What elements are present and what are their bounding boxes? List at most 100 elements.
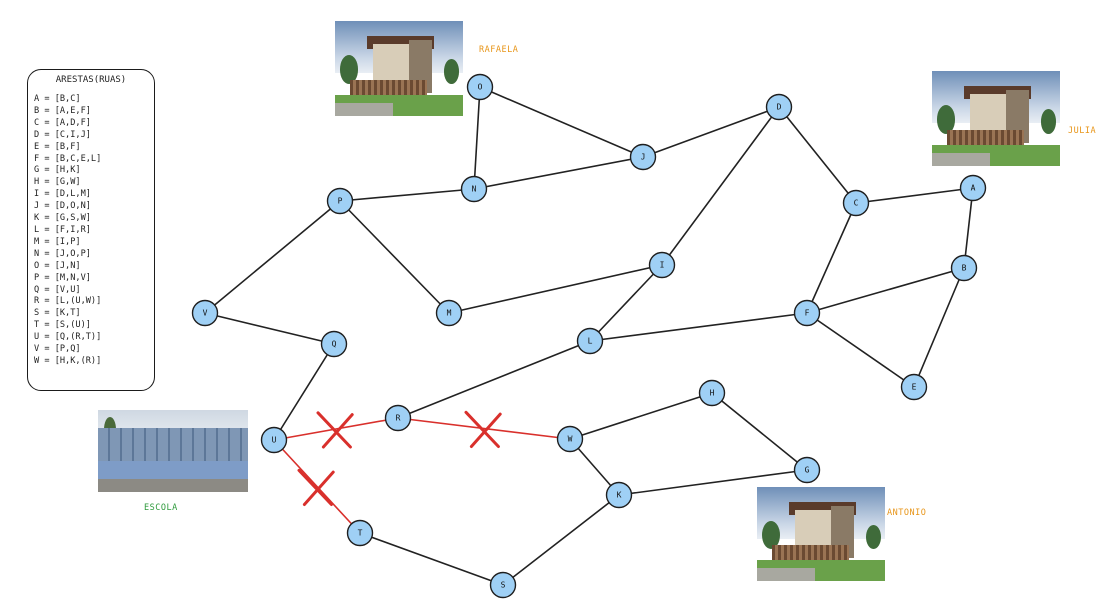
edge-h-w <box>569 392 713 440</box>
node-circle <box>326 187 354 215</box>
node-circle <box>959 174 987 202</box>
node-a: A <box>959 174 987 202</box>
node-label: J <box>641 153 646 162</box>
edge-b-f <box>806 267 965 314</box>
blocked-x-mark <box>316 411 352 449</box>
node-label: L <box>588 337 593 346</box>
node-j: J <box>629 143 657 171</box>
legend-row: J = [D,O,N] <box>34 201 91 212</box>
legend-row: O = [J,N] <box>34 260 81 271</box>
node-circle <box>793 299 821 327</box>
legend-title: ARESTAS(RUAS) <box>55 75 127 85</box>
edge-a-c <box>855 187 974 204</box>
legend-row: C = [A,D,F] <box>34 117 91 128</box>
node-label: U <box>272 436 277 445</box>
legend-row: M = [I,P] <box>34 236 81 247</box>
blocked-x-mark <box>302 470 335 506</box>
legend-row: R = [L,(U,W)] <box>34 296 102 307</box>
legend-row: Q = [V,U] <box>34 284 81 295</box>
node-circle <box>384 404 412 432</box>
node-w: W <box>556 425 584 453</box>
node-label: E <box>912 383 917 392</box>
legend-row: N = [J,O,P] <box>34 248 91 259</box>
node-label: F <box>805 309 810 318</box>
edge-n-p <box>339 188 475 202</box>
school-image <box>98 410 248 492</box>
node-circle <box>435 299 463 327</box>
edge-j-n <box>473 156 644 190</box>
blocked-x-mark <box>297 468 333 506</box>
node-f: F <box>793 299 821 327</box>
legend-row: U = [Q,(R,T)] <box>34 332 102 343</box>
antonio-label: ANTONIO <box>887 508 927 518</box>
legend-row: H = [G,W] <box>34 177 81 188</box>
graph-edges <box>204 86 974 586</box>
legend-row: A = [B,C] <box>34 94 81 104</box>
edge-s-t <box>359 532 504 586</box>
node-label: P <box>338 197 343 206</box>
node-label: B <box>962 264 967 273</box>
node-circle <box>489 571 517 599</box>
node-label: D <box>777 103 782 112</box>
node-t: T <box>346 519 374 547</box>
node-circle <box>842 189 870 217</box>
blocked-edge-u-t <box>273 439 361 534</box>
legend-row: L = [F,I,R] <box>34 224 91 235</box>
legend-row: B = [A,E,F] <box>34 105 91 116</box>
edge-i-l <box>589 264 663 342</box>
edge-f-l <box>589 312 808 342</box>
node-circle <box>576 327 604 355</box>
node-g: G <box>793 456 821 484</box>
legend-list: A = [B,C]B = [A,E,F]C = [A,D,F]D = [C,I,… <box>34 94 148 368</box>
edge-n-o <box>473 86 481 190</box>
edge-i-m <box>448 264 663 314</box>
edge-l-r <box>397 340 591 419</box>
node-k: K <box>605 481 633 509</box>
julia-house-image <box>932 71 1060 166</box>
edge-d-j <box>642 106 780 158</box>
node-c: C <box>842 189 870 217</box>
legend-row: V = [P,Q] <box>34 344 81 355</box>
rafaela-house-image <box>335 21 463 116</box>
node-b: B <box>950 254 978 282</box>
node-label: S <box>501 581 506 590</box>
edge-d-i <box>661 106 780 266</box>
node-q: Q <box>320 330 348 358</box>
edge-c-f <box>806 202 857 314</box>
node-label: H <box>710 389 715 398</box>
node-label: Q <box>332 340 337 349</box>
node-circle <box>629 143 657 171</box>
rafaela-label: RAFAELA <box>479 45 519 55</box>
legend-row: D = [C,I,J] <box>34 129 91 140</box>
node-label: I <box>660 261 665 270</box>
node-circle <box>765 93 793 121</box>
node-p: P <box>326 187 354 215</box>
node-circle <box>900 373 928 401</box>
node-h: H <box>698 379 726 407</box>
blocked-marks <box>297 410 502 506</box>
node-d: D <box>765 93 793 121</box>
node-circle <box>460 175 488 203</box>
blocked-edges <box>273 417 571 534</box>
node-circle <box>698 379 726 407</box>
edge-k-s <box>502 494 620 586</box>
legend-row: S = [K,T] <box>34 308 81 319</box>
edge-e-f <box>806 312 915 388</box>
legend-row: G = [H,K] <box>34 165 81 176</box>
node-circle <box>346 519 374 547</box>
node-v: V <box>191 299 219 327</box>
legend-row: T = [S,(U)] <box>34 320 91 331</box>
blocked-x-mark <box>464 410 500 448</box>
edge-j-o <box>479 86 644 158</box>
node-circle <box>556 425 584 453</box>
node-circle <box>260 426 288 454</box>
node-label: G <box>805 466 810 475</box>
legend-row: W = [H,K,(R)] <box>34 355 102 366</box>
blocked-x-mark <box>469 412 502 448</box>
node-label: C <box>854 199 859 208</box>
node-circle <box>648 251 676 279</box>
node-circle <box>950 254 978 282</box>
node-s: S <box>489 571 517 599</box>
